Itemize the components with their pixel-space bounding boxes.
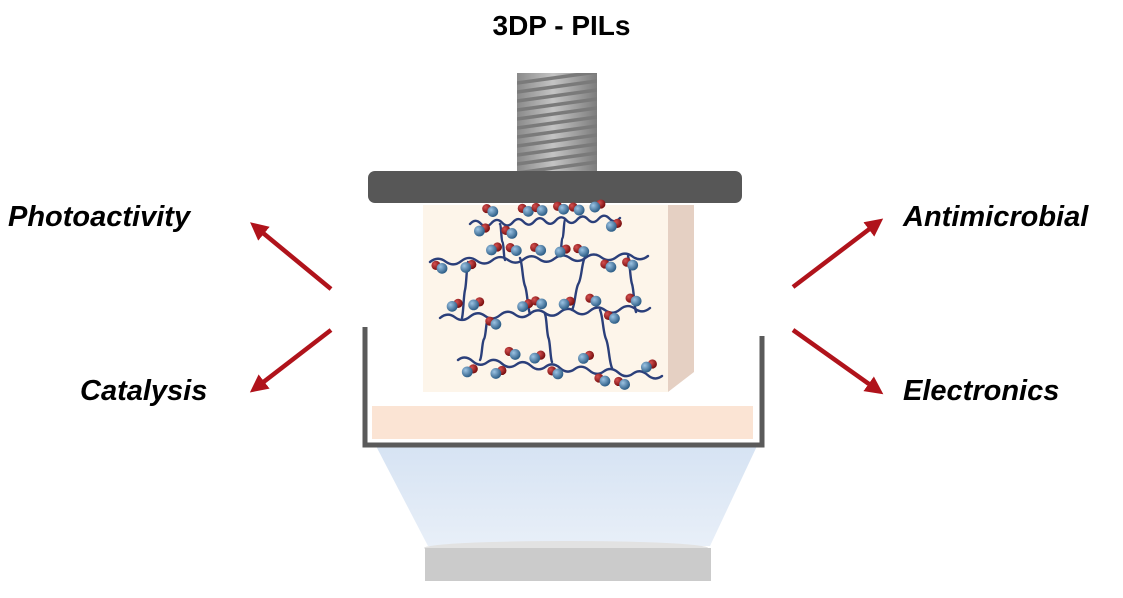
label-antimicrobial: Antimicrobial [903, 201, 1089, 233]
label-catalysis: Catalysis [80, 375, 208, 407]
arrow-photoactivity [250, 222, 333, 291]
resin-vat [362, 327, 765, 448]
projector [425, 548, 711, 581]
label-photoactivity: Photoactivity [8, 201, 191, 233]
build-plate [368, 171, 742, 203]
print-block-side [668, 205, 694, 392]
light-cone [376, 446, 757, 546]
polymer-network [428, 199, 664, 390]
label-electronics: Electronics [903, 375, 1060, 407]
arrow-electronics [791, 328, 884, 395]
diagram-title: 3DP - PILs [492, 10, 631, 41]
resin-layer [372, 406, 753, 439]
arrow-antimicrobial [791, 218, 884, 289]
arrow-catalysis [249, 328, 333, 393]
lead-screw [517, 73, 597, 173]
